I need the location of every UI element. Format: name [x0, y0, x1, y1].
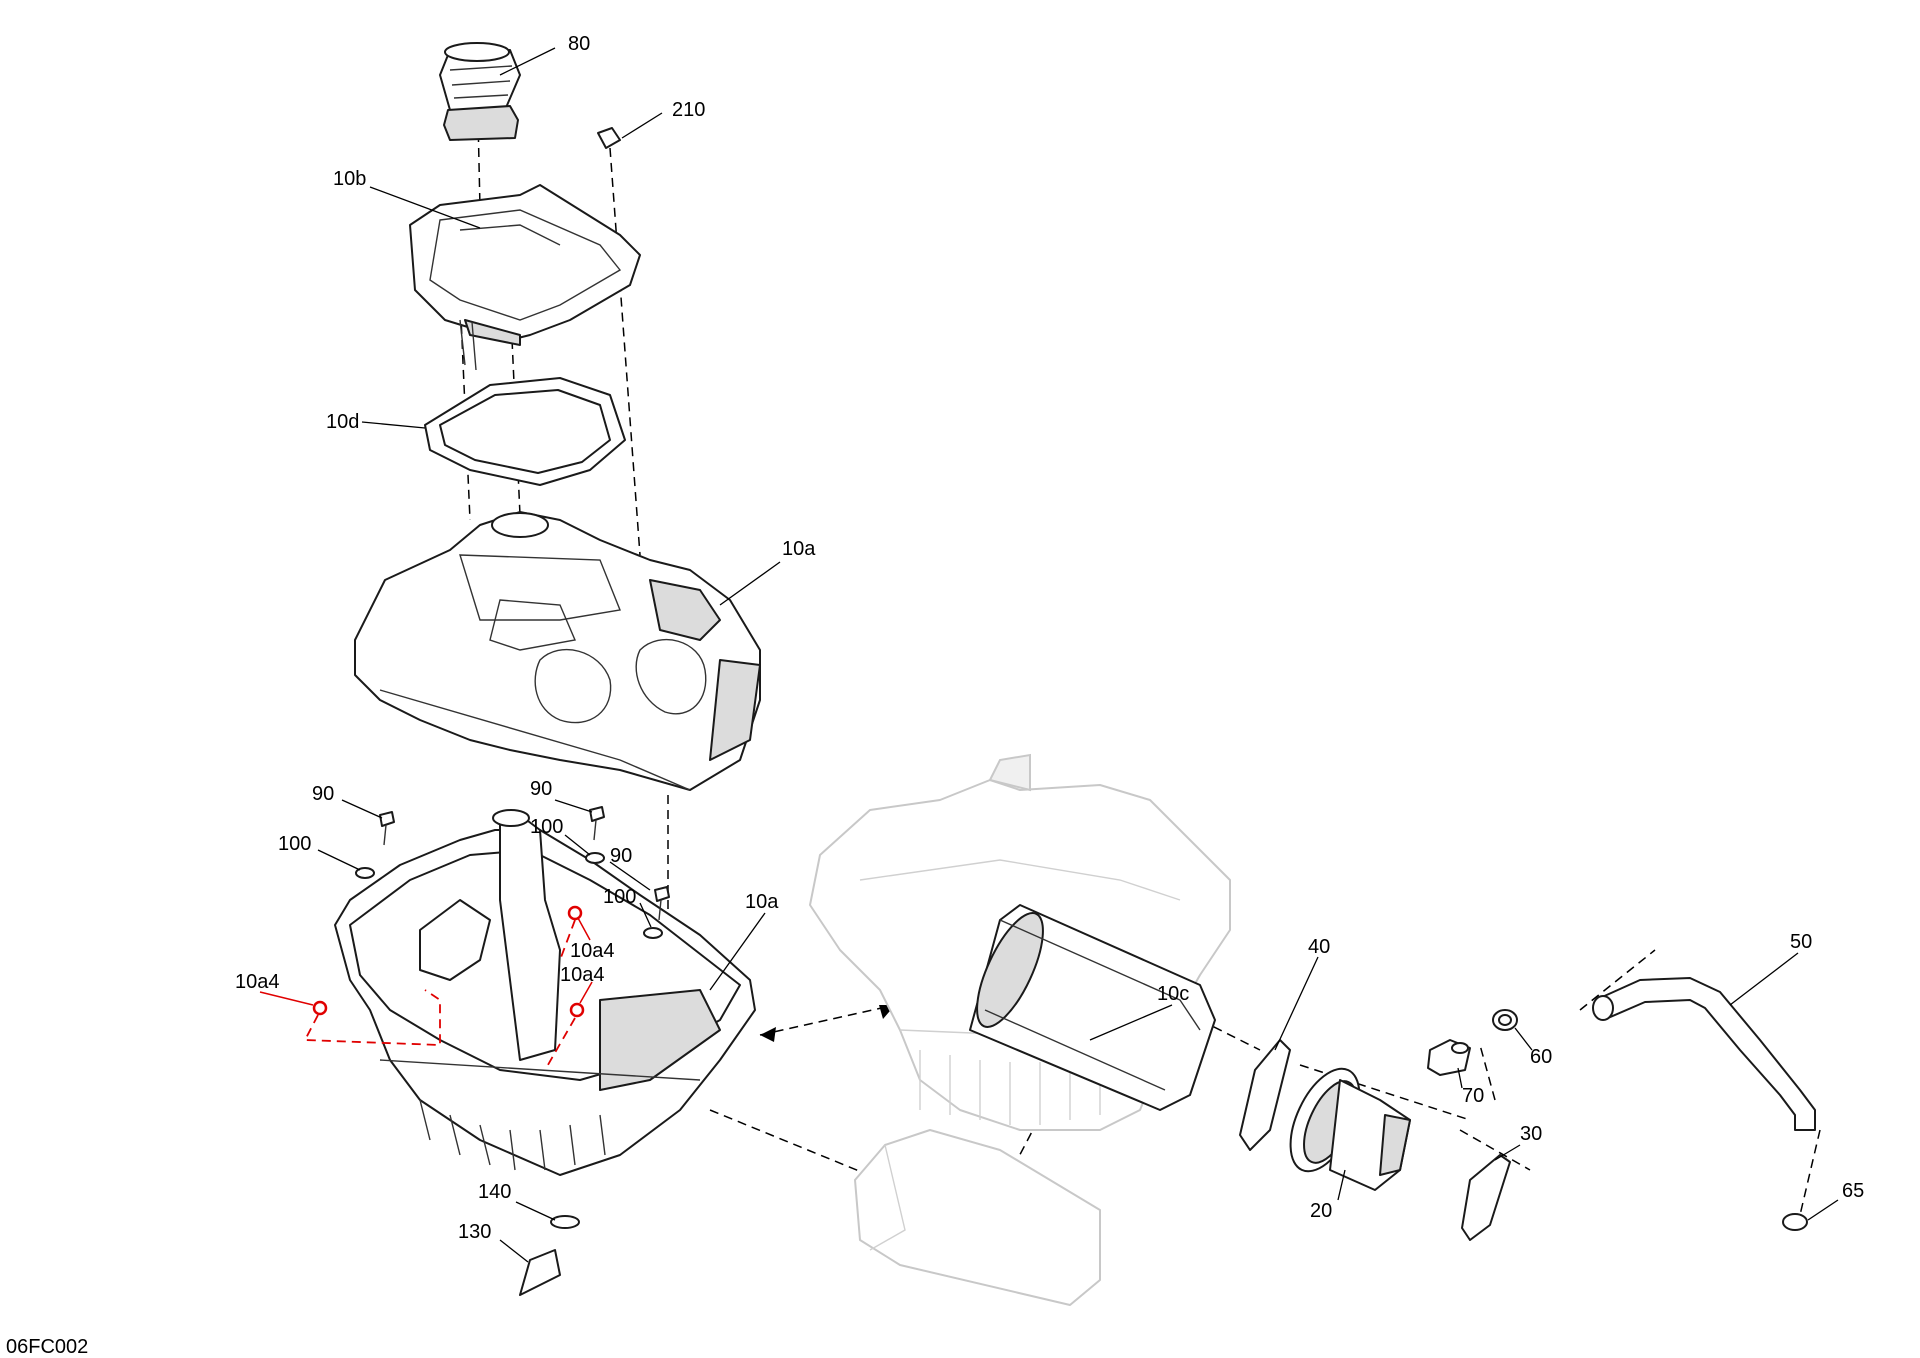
part-100-washer-right — [643, 927, 663, 939]
hardware-screws-washers — [355, 806, 670, 939]
callout-90-right: 90 — [610, 845, 632, 867]
part-10a4-highlighted — [303, 905, 585, 1071]
callout-10a-lower: 10a — [745, 891, 779, 913]
callout-90-left: 90 — [312, 783, 334, 805]
callout-10c: 10c — [1157, 983, 1189, 1005]
part-10d-gasket — [424, 377, 626, 486]
part-210-clip — [597, 127, 621, 149]
callout-65: 65 — [1842, 1180, 1864, 1202]
callout-80: 80 — [568, 33, 590, 55]
callout-10a-upper: 10a — [782, 538, 816, 560]
figure-code: 06FC002 — [6, 1336, 88, 1358]
callout-10a4-mid-lower: 10a4 — [560, 964, 605, 986]
part-10c-filter — [969, 904, 1216, 1111]
part-30-clamp — [1461, 1154, 1511, 1241]
part-20-adapter — [1289, 1067, 1411, 1191]
callout-10b: 10b — [333, 168, 366, 190]
callout-90-mid: 90 — [530, 778, 552, 800]
callout-30: 30 — [1520, 1123, 1542, 1145]
part-60-clamp — [1492, 1009, 1518, 1031]
callout-10a4-left: 10a4 — [235, 971, 280, 993]
callout-100-right: 100 — [603, 886, 636, 908]
callout-40: 40 — [1308, 936, 1330, 958]
part-100-washer-left — [355, 867, 375, 879]
part-40-clamp — [1239, 1039, 1291, 1151]
callout-10d: 10d — [326, 411, 359, 433]
callout-20: 20 — [1310, 1200, 1332, 1222]
part-90-screw-right — [654, 886, 670, 921]
callout-60: 60 — [1530, 1046, 1552, 1068]
callout-70: 70 — [1462, 1085, 1484, 1107]
callout-100-left: 100 — [278, 833, 311, 855]
part-80-inlet-duct — [439, 42, 521, 141]
part-70-fitting — [1427, 1039, 1471, 1076]
part-130-drain-valve — [519, 1249, 561, 1296]
callout-140: 140 — [478, 1181, 511, 1203]
part-90-screw-mid — [589, 806, 605, 841]
leader-lines — [259, 47, 1839, 1263]
part-100-washer-mid — [585, 852, 605, 864]
callout-100-mid: 100 — [530, 816, 563, 838]
part-10b-cover — [409, 184, 641, 371]
callout-210: 210 — [672, 99, 705, 121]
part-65-cap — [1782, 1213, 1808, 1231]
callout-50: 50 — [1790, 931, 1812, 953]
callout-10a4-mid-upper: 10a4 — [570, 940, 615, 962]
callout-labels: 80 210 10b 10d 10a 90 100 90 100 90 100 … — [235, 33, 1864, 1243]
part-10a-airbox-lower — [334, 809, 756, 1176]
part-140-clamp — [550, 1215, 580, 1229]
part-90-screw-left — [379, 811, 395, 846]
part-10a-airbox-upper — [354, 511, 761, 791]
callout-130: 130 — [458, 1221, 491, 1243]
part-50-hose — [1592, 977, 1816, 1131]
